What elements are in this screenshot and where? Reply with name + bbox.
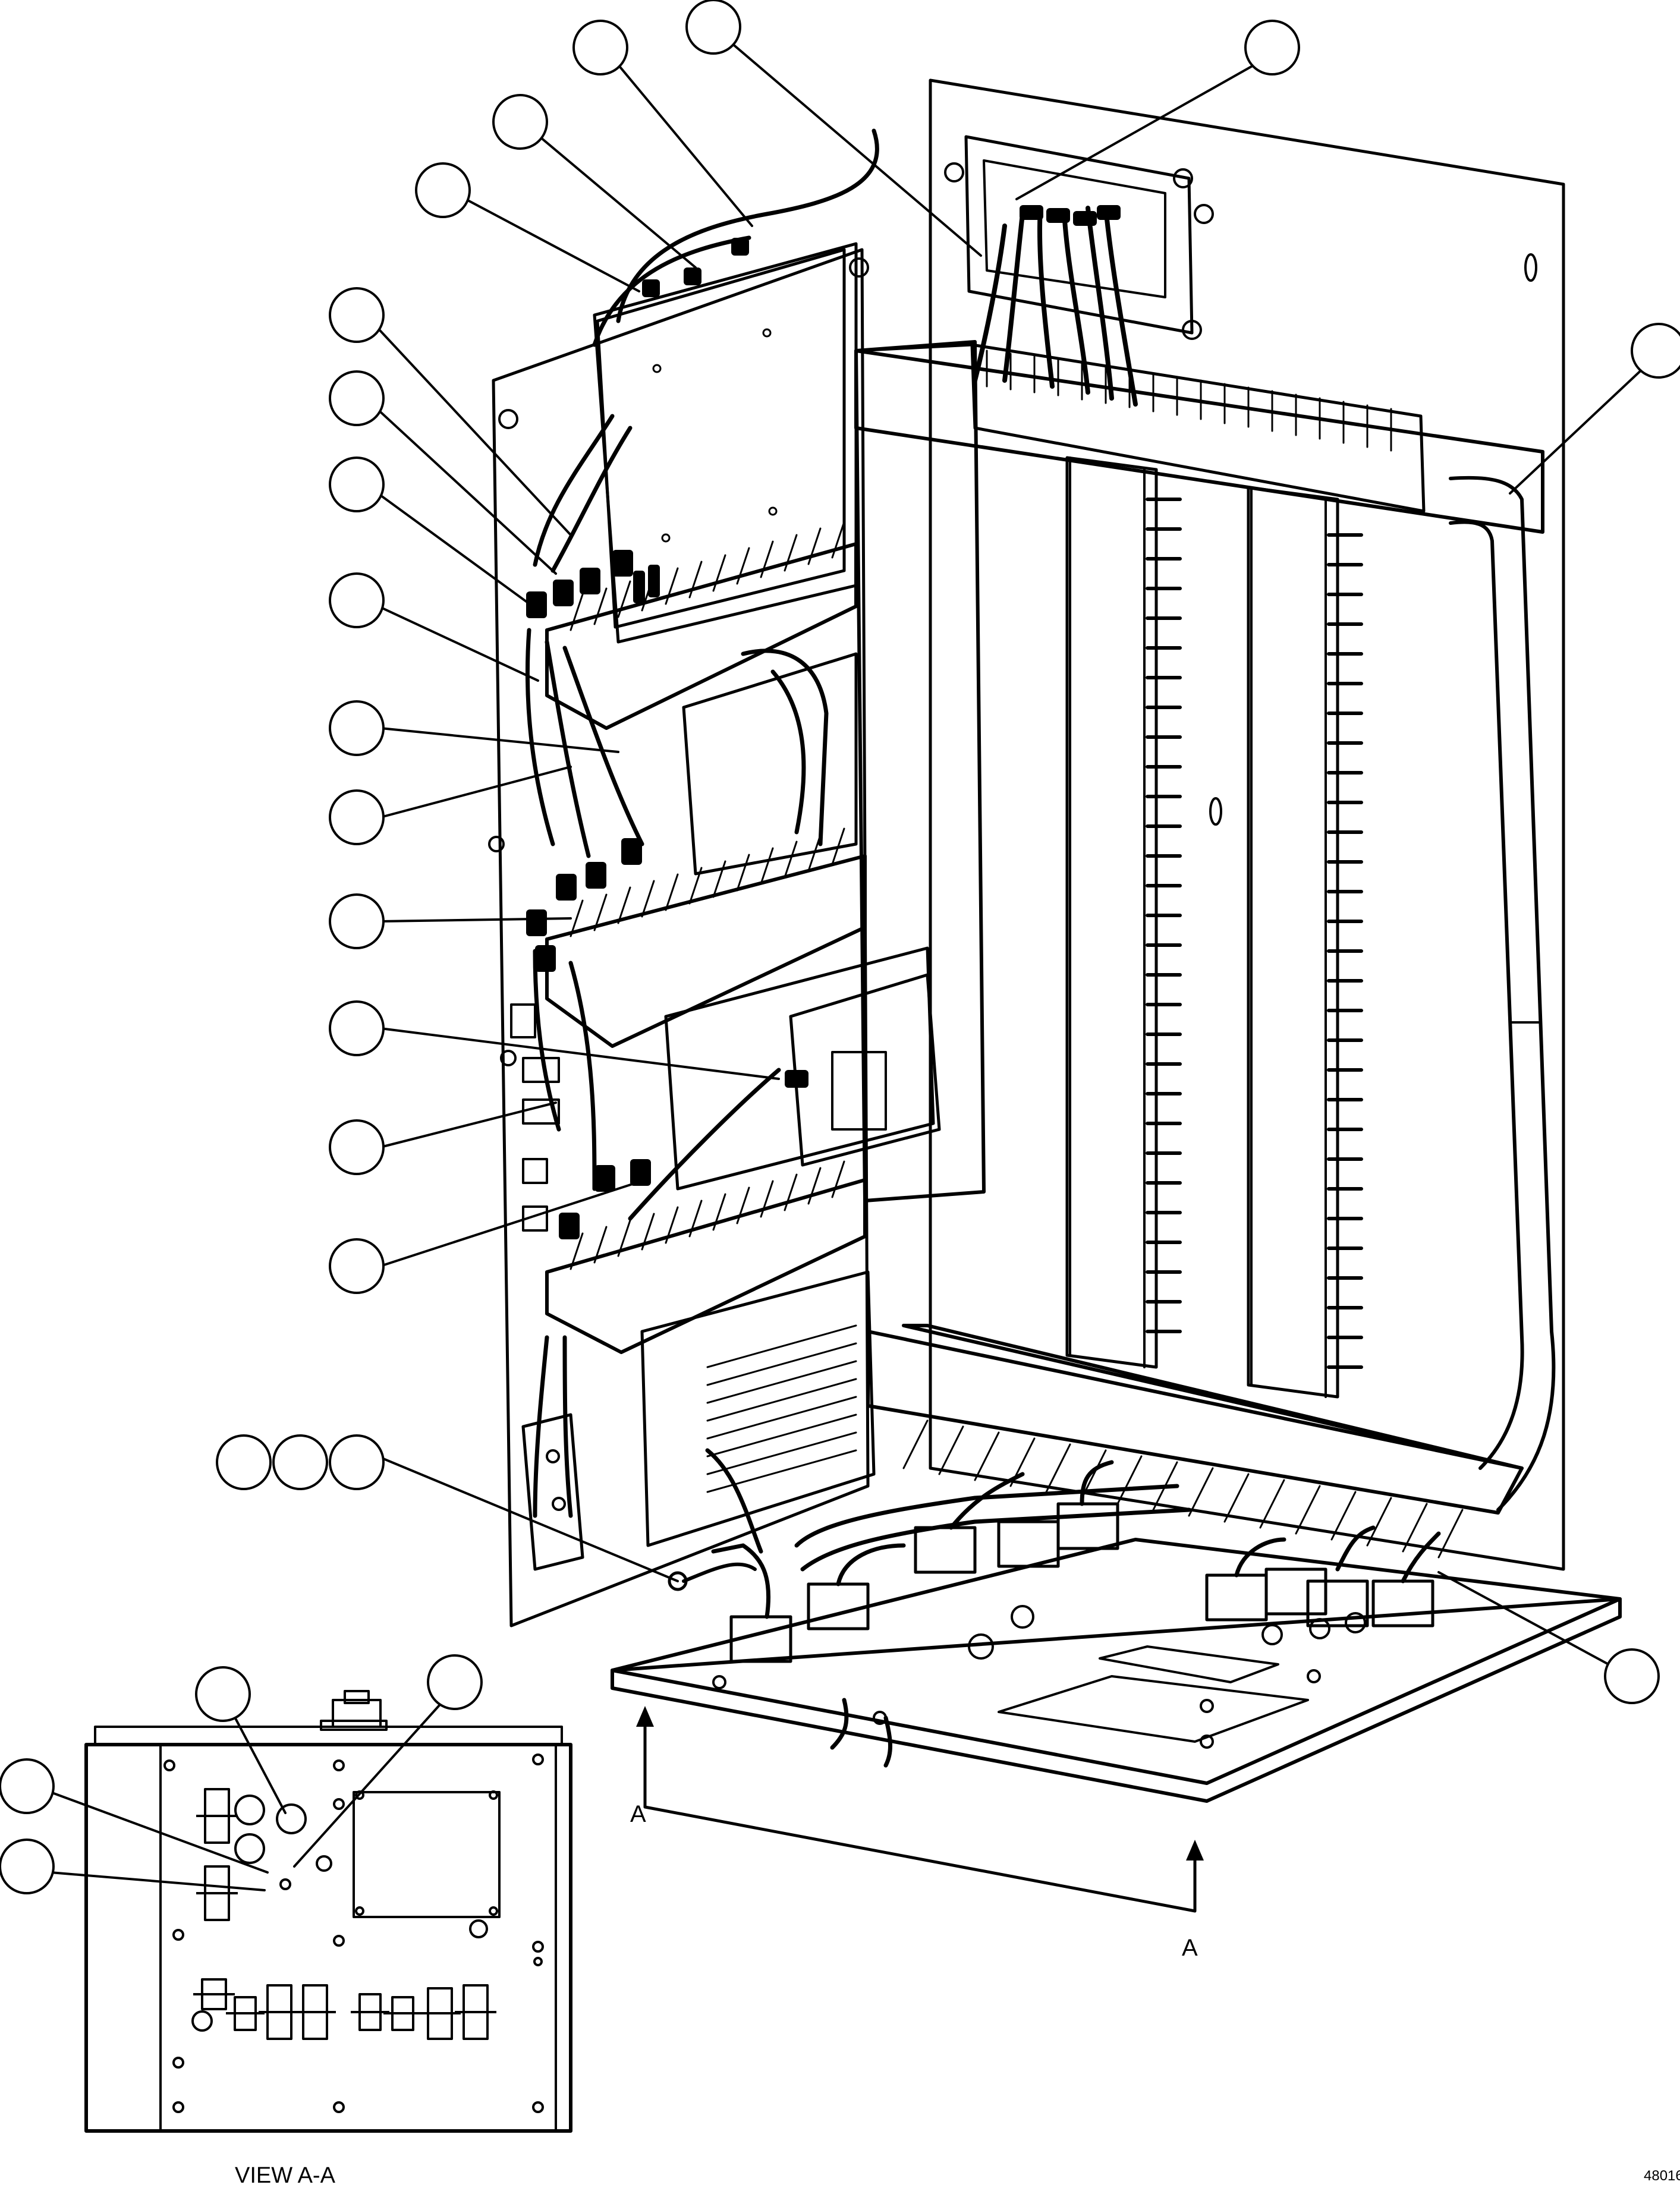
vertical-wire-ducts [1065, 456, 1363, 1399]
callout-bubble [415, 162, 471, 218]
callout-bubble [1604, 1648, 1660, 1704]
callout-bubble [272, 1434, 328, 1490]
upper-connector-box [944, 135, 1214, 407]
callout-bubbles [0, 0, 1680, 1894]
left-duct-bars [545, 521, 867, 1354]
callout-bubble [329, 1000, 385, 1056]
right-conduit [1449, 476, 1556, 1512]
base-plate [611, 1460, 1622, 1803]
callout-bubble [329, 1119, 385, 1175]
callout-bubble [492, 94, 548, 150]
view-aa-inset: VIEW A-A [84, 1690, 572, 2188]
callout-bubble [329, 1434, 385, 1490]
upper-wire-duct [854, 343, 1544, 534]
callout-bubble [1244, 20, 1300, 75]
callout-bubble [329, 457, 385, 512]
callout-bubble [329, 700, 385, 756]
callout-bubble [195, 1666, 251, 1722]
view-title: VIEW A-A [235, 2163, 336, 2188]
leader-lines [49, 32, 1657, 1891]
left-mounting-panel [488, 128, 941, 1627]
plug-connectors [526, 238, 808, 1239]
callout-bubble [329, 893, 385, 949]
callout-bubble [1631, 323, 1680, 379]
main-assembly: A A [488, 78, 1622, 1961]
relay-modules [640, 652, 941, 1547]
view-letter-left: A [630, 1801, 646, 1827]
callout-bubble [0, 1758, 55, 1814]
view-letter-right: A [1182, 1935, 1198, 1961]
callout-bubble [329, 1238, 385, 1294]
callout-bubble [685, 0, 741, 55]
callout-bubble [329, 572, 385, 628]
callout-bubble [216, 1434, 272, 1490]
callout-bubble [329, 287, 385, 343]
front-vertical-duct [854, 340, 986, 1202]
view-arrows: A A [630, 1706, 1204, 1961]
cable-bundles [525, 128, 879, 1554]
callout-bubble [329, 789, 385, 845]
drawing-number: 48016 [1644, 2168, 1680, 2184]
callout-bubble [572, 20, 628, 75]
callout-bubble [329, 370, 385, 426]
callout-bubble [0, 1839, 55, 1894]
callout-bubble [427, 1654, 483, 1710]
